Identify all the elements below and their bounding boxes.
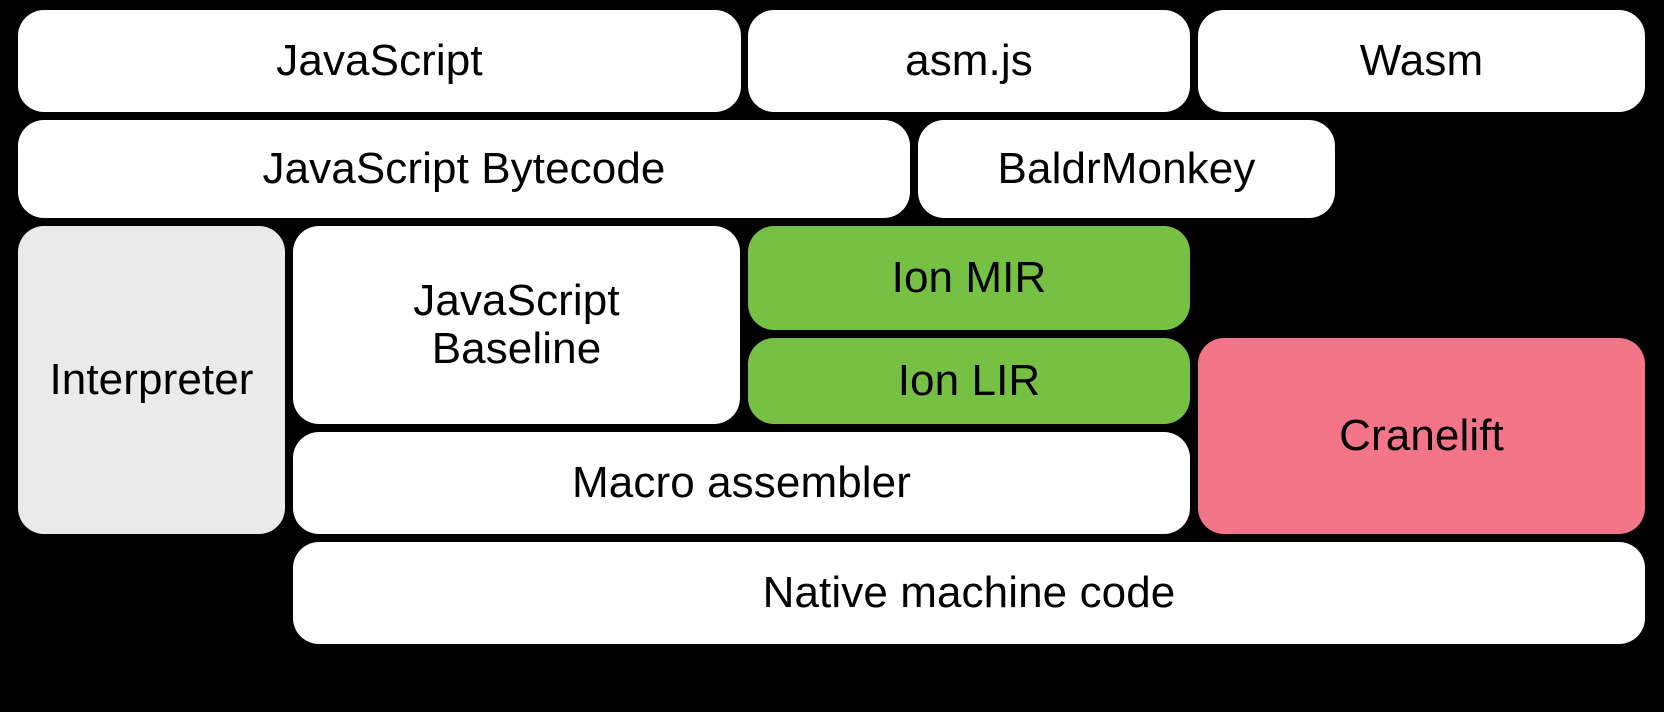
node-asm-js: asm.js (748, 10, 1190, 112)
node-label-cranelift: Cranelift (1339, 411, 1504, 461)
node-baldrmonkey: BaldrMonkey (918, 120, 1335, 218)
node-label-wasm: Wasm (1359, 36, 1484, 86)
node-cranelift: Cranelift (1198, 338, 1645, 534)
node-ion-mir: Ion MIR (748, 226, 1190, 330)
node-interpreter: Interpreter (18, 226, 285, 534)
node-label-native-machine-code: Native machine code (762, 568, 1176, 618)
node-javascript-bytecode: JavaScript Bytecode (18, 120, 910, 218)
node-javascript-baseline: JavaScript Baseline (293, 226, 740, 424)
node-wasm: Wasm (1198, 10, 1645, 112)
node-label-javascript-baseline: JavaScript Baseline (413, 276, 620, 373)
node-label-ion-lir: Ion LIR (897, 356, 1041, 406)
node-label-macro-assembler: Macro assembler (572, 458, 911, 508)
node-ion-lir: Ion LIR (748, 338, 1190, 424)
node-native-machine-code: Native machine code (293, 542, 1645, 644)
node-label-ion-mir: Ion MIR (891, 253, 1047, 303)
node-label-baldrmonkey: BaldrMonkey (997, 144, 1256, 194)
node-macro-assembler: Macro assembler (293, 432, 1190, 534)
node-label-asm-js: asm.js (905, 36, 1033, 86)
node-label-javascript-bytecode: JavaScript Bytecode (262, 144, 666, 194)
node-label-javascript: JavaScript (276, 36, 483, 86)
node-javascript: JavaScript (18, 10, 741, 112)
node-label-interpreter: Interpreter (49, 355, 254, 405)
